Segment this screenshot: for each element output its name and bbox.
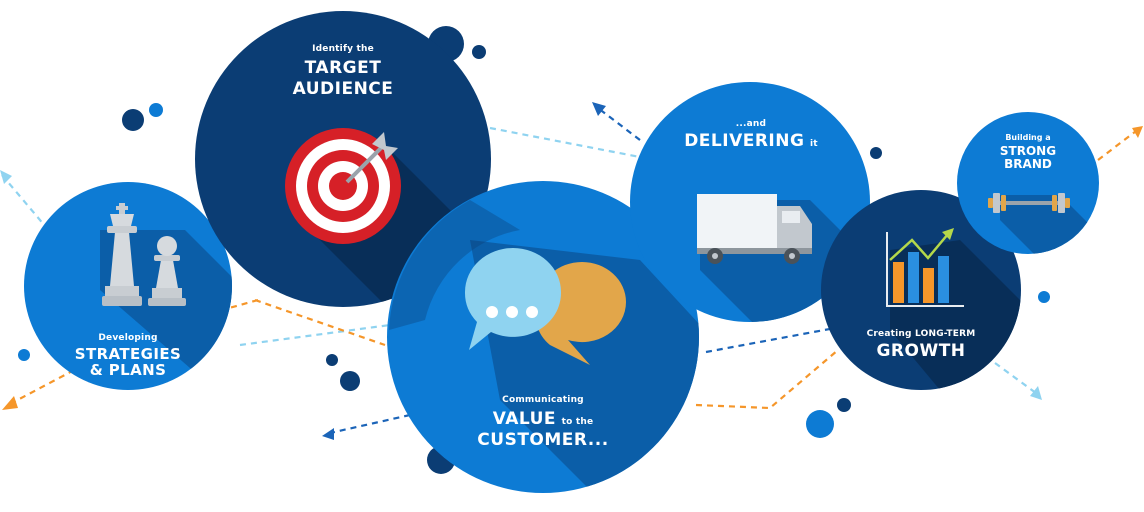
brand-label: Building a STRONG BRAND — [983, 133, 1073, 171]
value-line1: Communicating — [502, 395, 584, 405]
dumbbell-icon — [988, 193, 1070, 213]
growth-chart-icon — [886, 228, 964, 307]
chess-pieces-icon — [102, 203, 186, 306]
brand-line3: BRAND — [1004, 156, 1052, 171]
arrow-sky-right — [994, 362, 1041, 397]
arrow-orange-mid — [254, 298, 386, 347]
delivering-line2-small: it — [810, 139, 818, 150]
delivering-line1: ...and — [735, 119, 767, 129]
strategies-line3: & PLANS — [89, 361, 167, 380]
speech-bubbles-icon — [464, 248, 627, 365]
value-line3: CUSTOMER... — [477, 430, 609, 451]
growth-label: Creating LONG-TERM GROWTH — [856, 329, 986, 362]
arrow-sky-top — [489, 126, 646, 160]
strategies-line2: STRATEGIES — [74, 345, 182, 364]
value-line2-main: VALUE — [492, 409, 557, 430]
delivering-label: ...and DELIVERING it — [676, 119, 826, 152]
brand-line2: STRONG — [999, 144, 1057, 159]
strategies-line1: Developing — [98, 333, 158, 343]
delivery-truck-icon — [697, 194, 812, 264]
value-overlap-shade — [389, 200, 520, 330]
arrow-dark-blue-top — [597, 107, 641, 141]
target-line3: AUDIENCE — [292, 79, 394, 100]
arrowhead-orange-right — [1132, 126, 1143, 138]
target-line2: TARGET — [304, 58, 382, 79]
growth-circle — [821, 190, 1021, 390]
arrow-orange-right — [1097, 127, 1141, 161]
value-label: Communicating VALUE to the CUSTOMER... — [463, 395, 623, 451]
target-icon — [285, 128, 401, 244]
value-line2-small: to the — [561, 417, 594, 428]
connector-arrows — [0, 102, 1143, 440]
strategies-label: Developing STRATEGIES & PLANS — [58, 333, 198, 380]
arrowhead-left-sky — [0, 170, 12, 184]
arrow-orange-bottom — [695, 349, 839, 410]
strategies-circle — [24, 182, 232, 390]
delivering-circle — [630, 82, 870, 322]
growth-line1: Creating LONG-TERM — [866, 329, 976, 339]
arrow-dark-blue-low — [329, 413, 411, 435]
target-label: Identify the TARGET AUDIENCE — [263, 44, 423, 100]
growth-line2: GROWTH — [876, 341, 966, 362]
brand-line1: Building a — [1005, 133, 1051, 142]
arrowhead-dark-blue-top — [592, 102, 606, 116]
arrowhead-dark-blue-low — [322, 428, 334, 440]
arrowhead-sky-right — [1030, 386, 1042, 400]
target-line1: Identify the — [312, 44, 374, 54]
delivering-line2-main: DELIVERING — [684, 131, 805, 152]
arrowhead-left-orange — [2, 396, 18, 410]
strategies-shadow — [100, 230, 232, 390]
arrow-dark-blue-mid — [705, 326, 836, 354]
arrow-sky-mid — [239, 323, 391, 347]
